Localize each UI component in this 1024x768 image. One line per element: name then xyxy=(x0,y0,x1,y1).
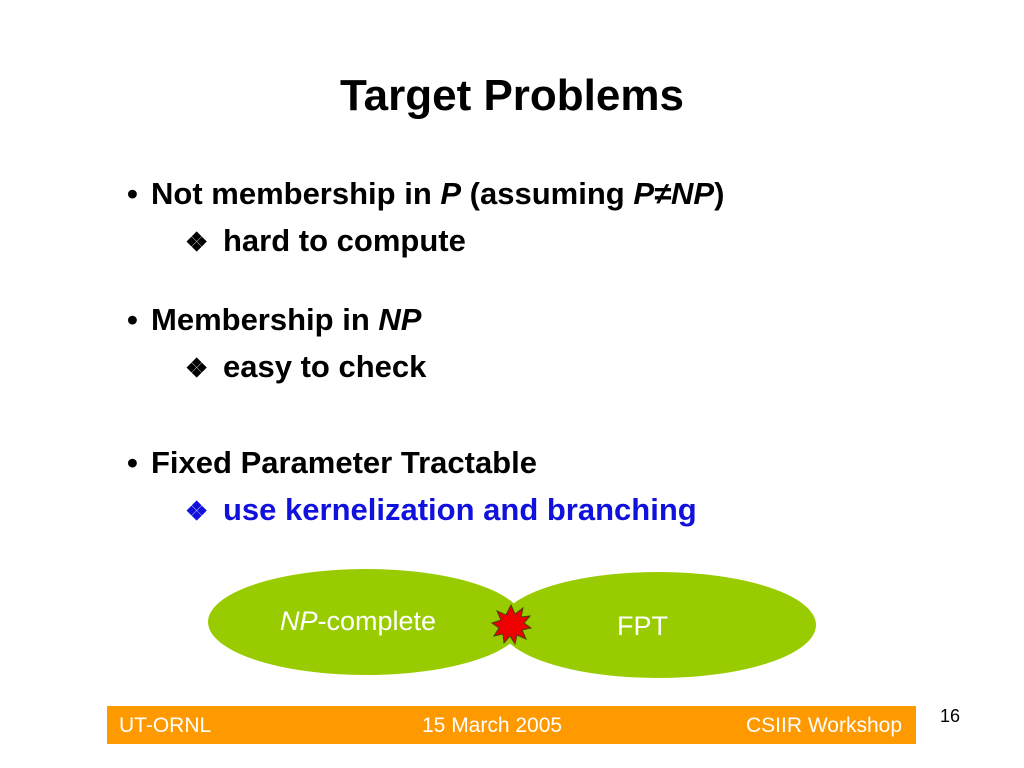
footer-left-text: UT-ORNL xyxy=(119,714,212,737)
sub-bullet-use-kernelization: ❖ use kernelization and branching xyxy=(185,490,697,531)
np-complete-label: NP-complete xyxy=(280,606,436,637)
bullet-text-italic: P xyxy=(440,176,462,211)
sub-bullet-text: use kernelization and branching xyxy=(223,492,697,527)
footer-date-text: 15 March 2005 xyxy=(422,714,563,737)
bullet-text: ) xyxy=(714,176,725,211)
bullet-text: Fixed Parameter Tractable xyxy=(151,445,537,480)
bullet-membership-in-np: • Membership in NP xyxy=(127,300,421,340)
sub-bullet-easy-to-check: ❖ easy to check xyxy=(185,347,426,388)
diamond-bullet-icon: ❖ xyxy=(185,353,209,383)
sub-bullet-text: easy to check xyxy=(223,349,427,384)
bullet-not-membership-in-p: • Not membership in P (assuming P≠NP) xyxy=(127,174,724,214)
diamond-bullet-icon: ❖ xyxy=(185,496,209,526)
explosion-star-icon xyxy=(490,603,533,646)
bullet-text-italic: P≠NP xyxy=(633,176,715,211)
bullet-text-italic: NP xyxy=(378,302,422,337)
slide-title: Target Problems xyxy=(340,71,684,120)
bullet-text: Membership in xyxy=(151,302,379,337)
fpt-label: FPT xyxy=(617,611,668,641)
bullet-text: Not membership in xyxy=(151,176,441,211)
np-complete-label-italic: NP xyxy=(280,606,318,636)
np-complete-label-rest: -complete xyxy=(317,606,437,636)
page-number: 16 xyxy=(940,706,961,726)
bullet-dot: • xyxy=(127,302,138,337)
bullet-dot: • xyxy=(127,176,138,211)
sub-bullet-hard-to-compute: ❖ hard to compute xyxy=(185,221,466,262)
bullet-dot: • xyxy=(127,445,138,480)
footer-bar: UT-ORNL 15 March 2005 CSIIR Workshop xyxy=(107,706,916,744)
diamond-bullet-icon: ❖ xyxy=(185,227,209,257)
bullet-fixed-parameter-tractable: • Fixed Parameter Tractable xyxy=(127,443,537,483)
sub-bullet-text: hard to compute xyxy=(223,223,466,258)
bullet-text: (assuming xyxy=(461,176,634,211)
footer-right-text: CSIIR Workshop xyxy=(746,714,902,737)
